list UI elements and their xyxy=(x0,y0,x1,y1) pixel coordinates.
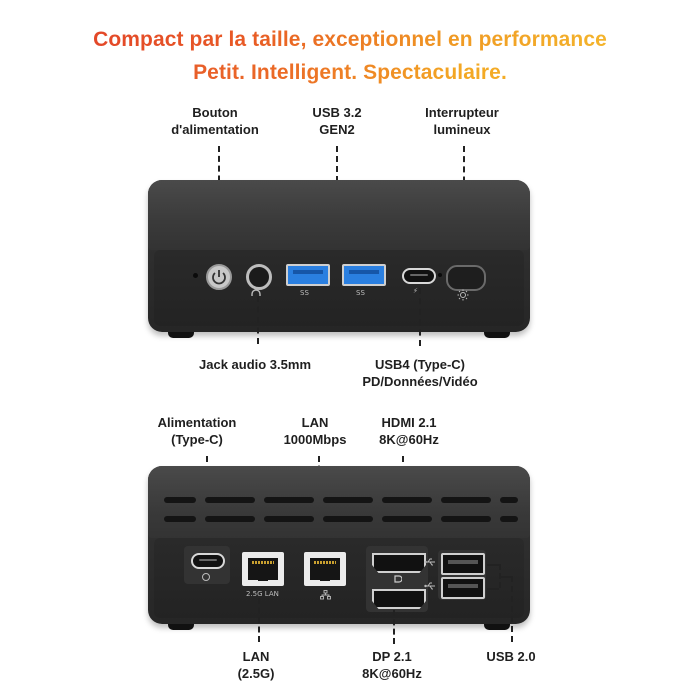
vent-slot xyxy=(500,516,518,522)
power-button[interactable] xyxy=(206,264,232,290)
audio-jack[interactable] xyxy=(246,264,272,290)
vent-slot xyxy=(164,516,196,522)
headline-line-2: Petit. Intelligent. Spectaculaire. xyxy=(0,61,700,85)
leader-usb4 xyxy=(419,288,421,346)
device-foot xyxy=(484,624,510,630)
lan-25g-port[interactable] xyxy=(242,552,284,586)
usb32-port-2[interactable] xyxy=(342,264,386,286)
vent-slot xyxy=(205,516,255,522)
usb-icon xyxy=(424,582,435,590)
vent-slot xyxy=(441,516,491,522)
usb32-port-1[interactable] xyxy=(286,264,330,286)
device-lid xyxy=(148,180,530,250)
usb4-port[interactable] xyxy=(402,268,436,284)
label-power-input: Alimentation(Type-C) xyxy=(157,415,237,447)
device-foot xyxy=(168,624,194,630)
vent-slot xyxy=(164,497,196,503)
device-foot xyxy=(168,332,194,338)
vent-slot xyxy=(441,497,491,503)
device-foot xyxy=(484,332,510,338)
leader-audio-jack xyxy=(257,296,259,344)
leader-lan-25g xyxy=(258,598,260,642)
leader-usb20-bottom xyxy=(487,588,499,590)
leader-usb20 xyxy=(511,576,513,642)
label-lan-25g: LAN(2.5G) xyxy=(237,649,275,681)
status-led xyxy=(438,273,442,277)
mini-pc-front xyxy=(148,180,530,332)
hdmi-port[interactable] xyxy=(372,553,426,573)
lan-25g-mark: 2.5G LAN xyxy=(246,590,279,598)
power-input-icon xyxy=(202,573,210,581)
light-switch[interactable] xyxy=(446,265,486,291)
vent-slot xyxy=(264,497,314,503)
light-icon xyxy=(457,289,469,301)
vent-slot xyxy=(264,516,314,522)
headline-line-1: Compact par la taille, exceptionnel en p… xyxy=(0,28,700,52)
usbc-icon: ⚡ xyxy=(413,287,418,295)
label-audio-jack: Jack audio 3.5mm xyxy=(199,357,311,372)
network-icon xyxy=(320,590,331,600)
vent-slot xyxy=(205,497,255,503)
usb20-port-1[interactable] xyxy=(441,553,485,575)
displayport-icon xyxy=(394,575,402,583)
vent-slot xyxy=(500,497,518,503)
usb-ss-mark: SS xyxy=(356,289,365,297)
power-input-port[interactable] xyxy=(191,553,225,569)
usb-icon xyxy=(424,558,435,566)
vent-slot xyxy=(323,516,373,522)
label-usb4: USB4 (Type-C)PD/Données/Vidéo xyxy=(362,357,478,389)
dp-port[interactable] xyxy=(372,589,426,609)
vent-slot xyxy=(382,497,432,503)
mini-pc-rear xyxy=(148,466,530,624)
leader-dp xyxy=(393,610,395,644)
headphone-icon xyxy=(251,289,261,296)
label-usb20: USB 2.0 xyxy=(486,649,536,664)
vent-slot xyxy=(382,516,432,522)
usb20-port-2[interactable] xyxy=(441,577,485,599)
power-icon xyxy=(212,270,226,285)
leader-usb20-top xyxy=(487,564,499,566)
vent-slot xyxy=(323,497,373,503)
lan-1000-port[interactable] xyxy=(304,552,346,586)
usb-ss-mark: SS xyxy=(300,289,309,297)
status-led xyxy=(193,273,198,278)
leader-usb20-join xyxy=(499,576,511,578)
